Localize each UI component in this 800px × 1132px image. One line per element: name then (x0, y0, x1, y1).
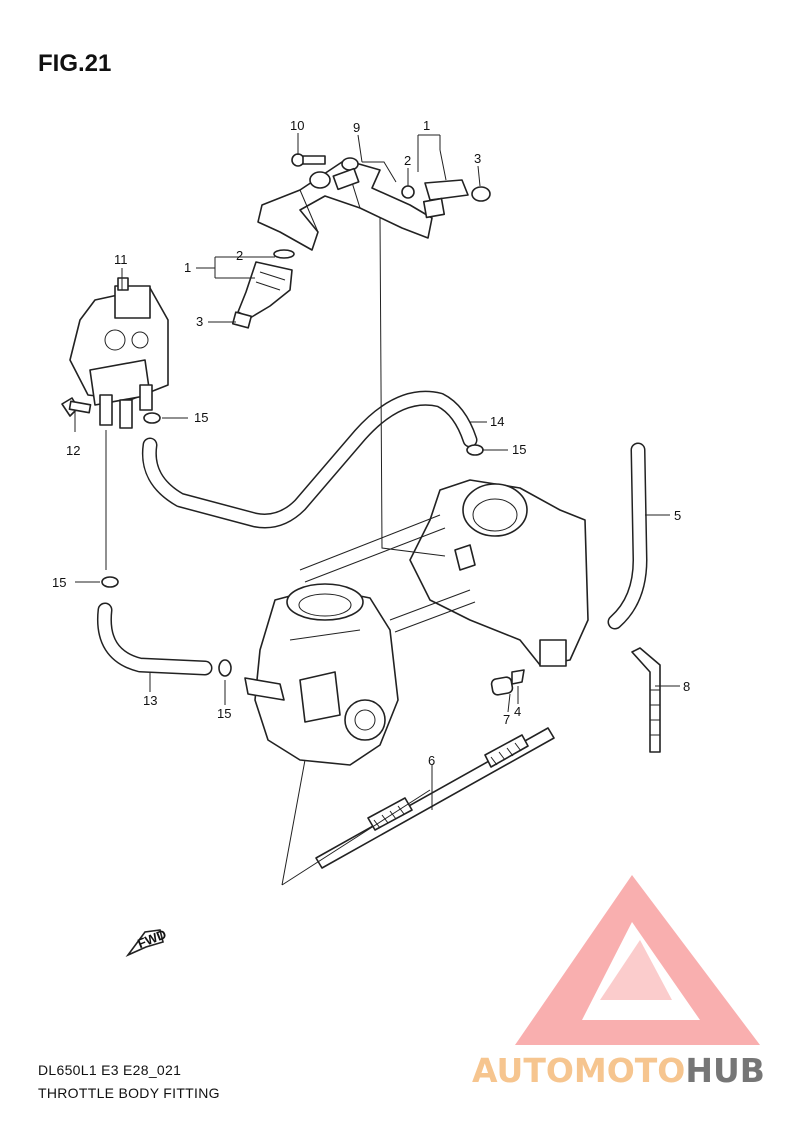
callout-2-lower: 2 (236, 248, 243, 263)
injector-upper (401, 179, 491, 219)
cap-part-7 (490, 676, 514, 696)
callout-8: 8 (683, 679, 690, 694)
callout-11: 11 (114, 252, 128, 267)
callout-12: 12 (66, 443, 80, 458)
fuel-rail-part-9 (257, 157, 433, 251)
callout-15-a: 15 (194, 410, 208, 425)
callout-numbers: 1 2 3 10 9 2 1 3 11 12 15 14 15 5 8 15 1… (52, 118, 690, 768)
fwd-arrow-icon: FWD (125, 926, 168, 957)
bolt-part-10 (291, 153, 326, 167)
callout-6: 6 (428, 753, 435, 768)
callout-10: 10 (290, 118, 304, 133)
callout-2-upper: 2 (404, 153, 411, 168)
air-valve-part-11 (69, 277, 169, 429)
leader-line-9-to-throttle (379, 217, 446, 557)
cable-strap-part-8 (631, 647, 661, 753)
callout-9: 9 (353, 120, 360, 135)
watermark-text-auto: AUTOMOTO (472, 1051, 685, 1090)
callout-13: 13 (143, 693, 157, 708)
watermark-logo: AUTOMOTOHUB (472, 875, 765, 1090)
leader-lines (74, 133, 680, 886)
hose-part-14 (141, 390, 478, 529)
callout-3-upper: 3 (474, 151, 481, 166)
callout-15-b: 15 (512, 442, 526, 457)
callout-5: 5 (674, 508, 681, 523)
shaft-part-6 (315, 727, 555, 869)
throttle-body-assembly (244, 479, 589, 766)
figure-name: THROTTLE BODY FITTING (38, 1085, 220, 1101)
clamp-part-15 (101, 412, 484, 677)
callout-4: 4 (514, 704, 521, 719)
clip-part-4 (511, 669, 525, 685)
hose-part-5 (607, 442, 648, 630)
callout-1-lower: 1 (184, 260, 191, 275)
model-code: DL650L1 E3 E28_021 (38, 1062, 182, 1078)
figure-title: FIG.21 (38, 50, 112, 77)
callout-14: 14 (490, 414, 504, 429)
svg-text:AUTOMOTOHUB: AUTOMOTOHUB (472, 1051, 765, 1090)
callout-15-d: 15 (217, 706, 231, 721)
callout-15-c: 15 (52, 575, 66, 590)
bolt-part-12 (61, 397, 92, 417)
callout-3-lower: 3 (196, 314, 203, 329)
fwd-label: FWD (135, 926, 168, 951)
injector-lower (231, 249, 295, 329)
watermark-text-hub: HUB (685, 1051, 765, 1090)
callout-1-upper: 1 (423, 118, 430, 133)
callout-7: 7 (503, 712, 510, 727)
hose-part-13 (96, 602, 213, 676)
